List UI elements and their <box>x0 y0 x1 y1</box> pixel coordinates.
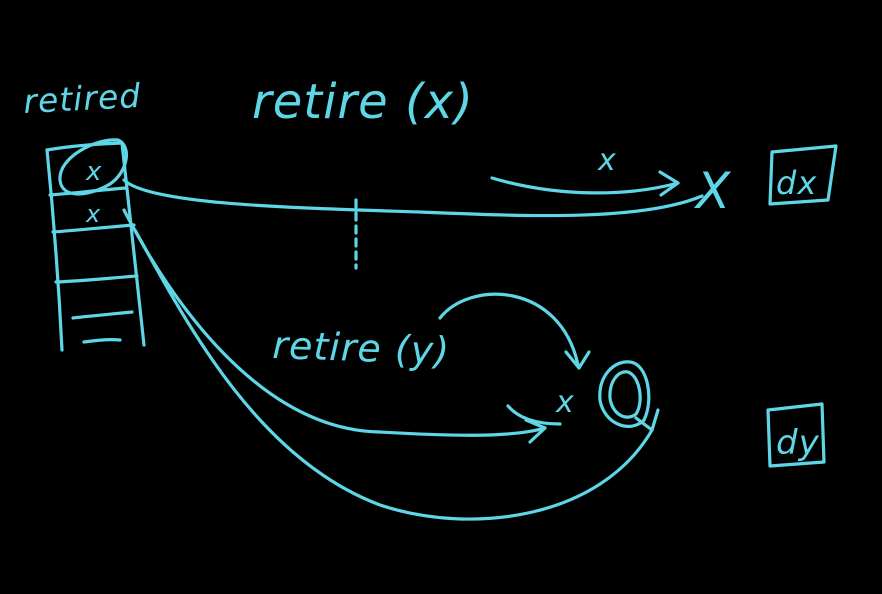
array-left-edge <box>45 148 64 352</box>
dx-box-outline <box>768 144 838 206</box>
dy-box-label: dy <box>776 423 820 463</box>
x-node-circle-inner <box>608 370 642 419</box>
array-slot-second-label: x <box>85 200 101 228</box>
link-lower-head <box>634 408 660 432</box>
x-cross-node: X <box>693 162 732 220</box>
link-array-to-y-node <box>122 208 660 521</box>
x-node-bottom: x <box>555 385 575 420</box>
x-arrow <box>490 170 680 197</box>
y-arc-shaft <box>438 292 580 367</box>
x-arrow-shaft <box>490 176 680 195</box>
array-top-edge <box>45 141 124 152</box>
x-arrow-head <box>658 170 680 197</box>
array-title: retired <box>22 76 142 121</box>
dx-box <box>768 144 838 206</box>
top-slot-circle <box>58 138 128 196</box>
retire-x-label: retire (x) <box>252 74 474 130</box>
link-array-to-x <box>122 178 704 218</box>
dx-box-label: dx <box>776 164 817 202</box>
dy-box <box>766 402 826 468</box>
array-divider-5 <box>82 338 122 344</box>
x-node-circles <box>598 360 651 428</box>
retired-array <box>45 138 146 352</box>
array-divider-3 <box>54 274 139 284</box>
y-arc-head <box>564 350 591 370</box>
link-short-stroke <box>506 404 562 426</box>
link-lower-curve <box>133 228 654 521</box>
link-upper-head <box>524 418 547 444</box>
link-upper-curve <box>122 208 547 437</box>
array-divider-2 <box>51 223 136 234</box>
y-arrow-arc <box>438 292 591 370</box>
retire-y-label: retire (y) <box>272 323 451 373</box>
array-divider-4 <box>71 310 134 320</box>
array-slot-top-label: x <box>85 157 102 187</box>
x-node-circle-outer <box>598 360 651 428</box>
dy-box-outline <box>766 402 826 468</box>
x-arrow-label: x <box>597 143 617 178</box>
